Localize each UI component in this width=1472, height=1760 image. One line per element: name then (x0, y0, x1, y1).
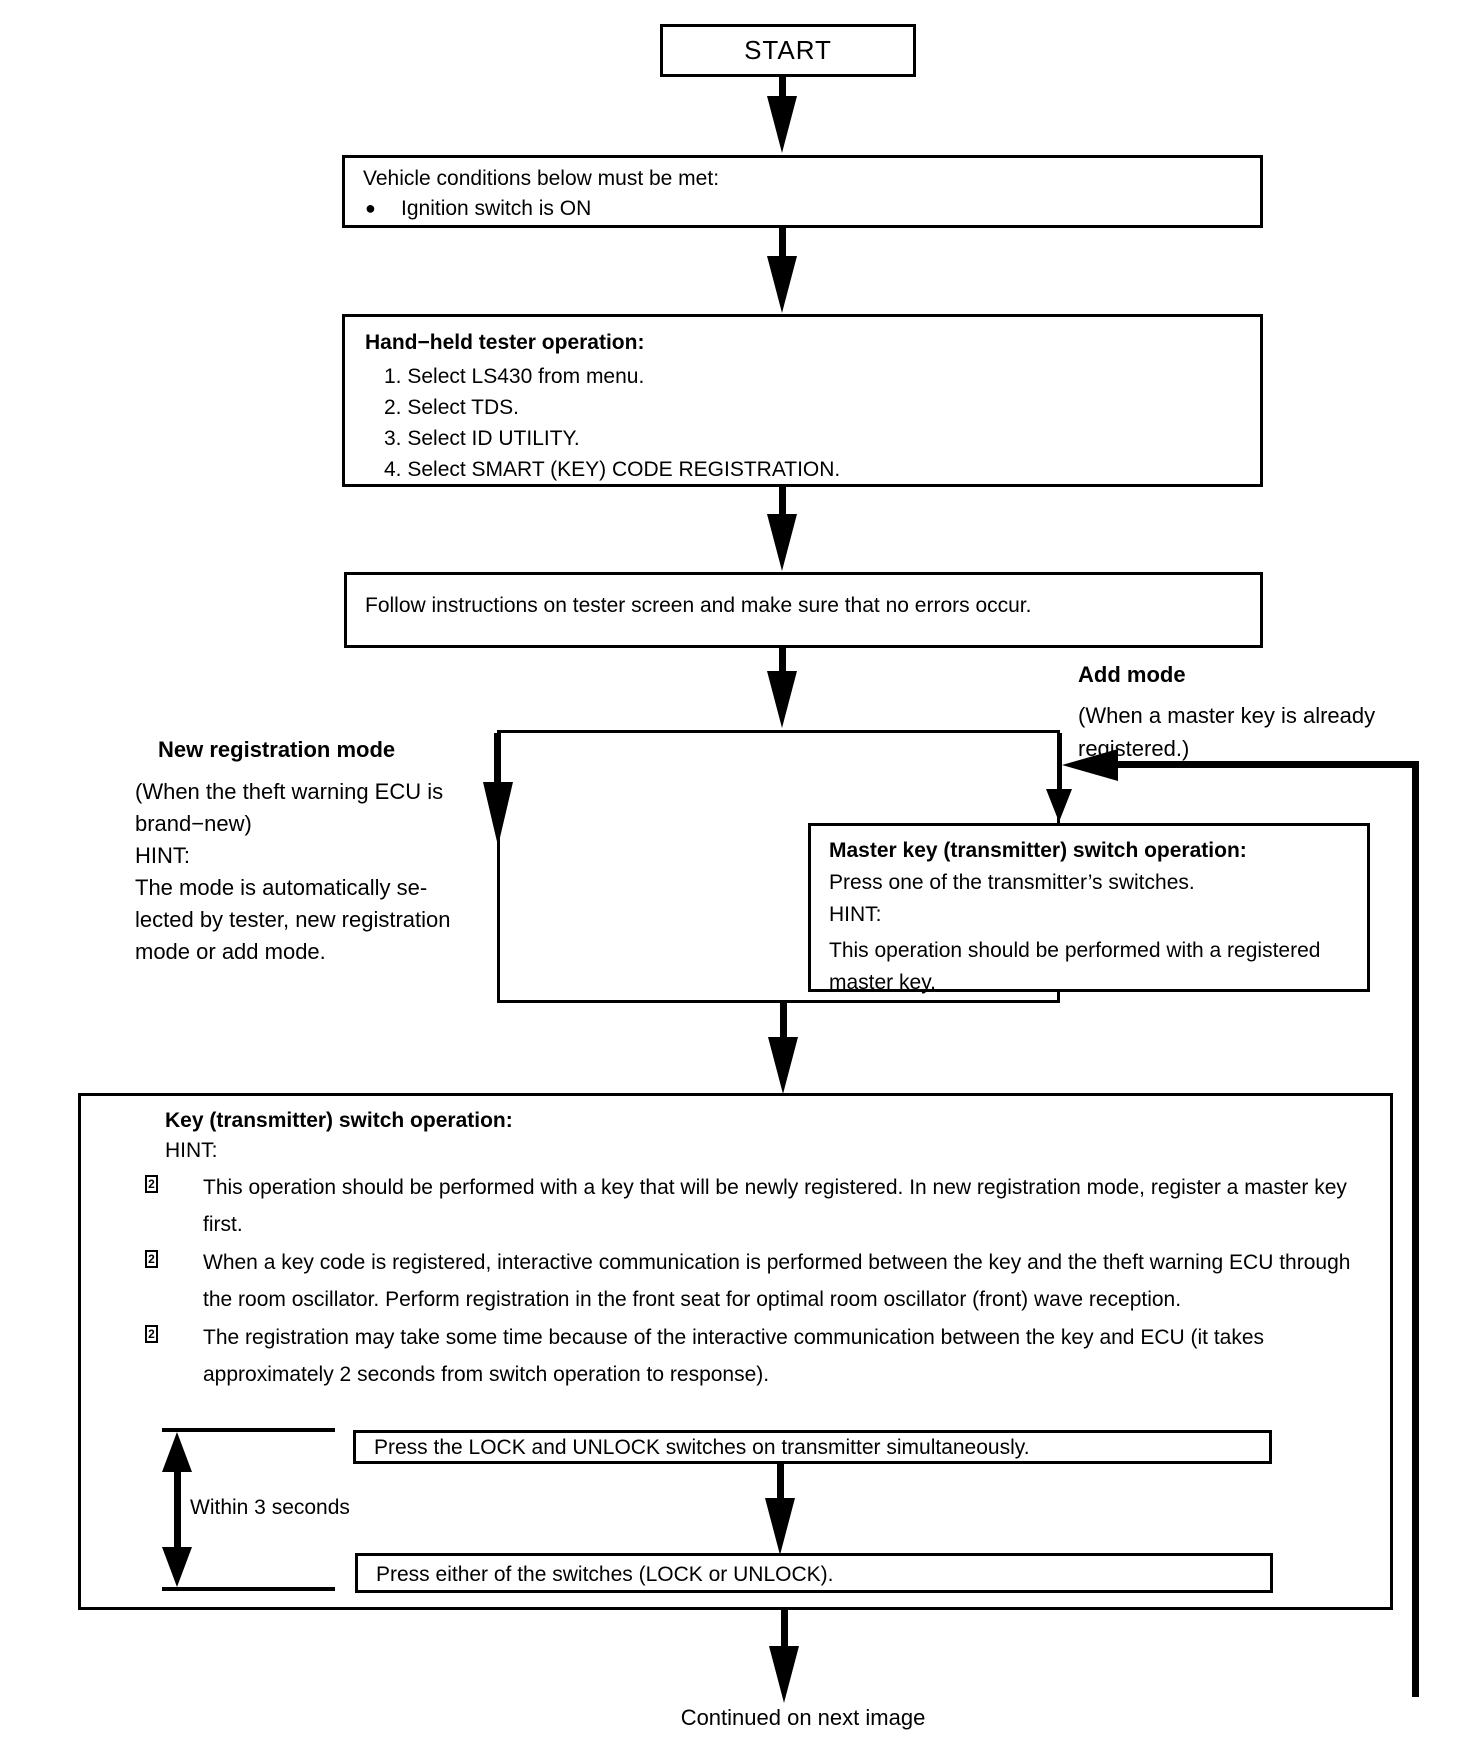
add-mode-arrow-head-icon (1062, 749, 1118, 781)
key-switch-title: Key (transmitter) switch operation: (165, 1109, 513, 1132)
arrow-press-shaft (777, 1464, 784, 1502)
new-registration-line: HINT: (135, 843, 190, 868)
new-registration-line: brand−new) (135, 811, 252, 836)
press-both-text: Press the LOCK and UNLOCK switches on tr… (374, 1436, 1030, 1459)
new-registration-line: lected by tester, new registration (135, 907, 451, 932)
arrow-vehicle-shaft (779, 228, 786, 260)
vehicle-conditions-title: Vehicle conditions below must be met: (363, 167, 720, 190)
ignition-bullet-icon: ● (365, 198, 376, 218)
new-registration-mode-lines: (When the theft warning ECU is brand−new… (135, 776, 451, 968)
master-key-hint-text: This operation should be performed with … (829, 939, 1321, 994)
vehicle-conditions-box: Vehicle conditions below must be met: ● … (342, 155, 1263, 228)
new-registration-line: (When the theft warning ECU is (135, 779, 444, 804)
arrow-continue-shaft (781, 1610, 788, 1650)
press-both-box: Press the LOCK and UNLOCK switches on tr… (353, 1430, 1272, 1464)
key-switch-bullet-text: When a key code is registered, interacti… (203, 1251, 1351, 1311)
square-bullet-glyph: 2 (148, 1252, 155, 1266)
within-bottom-tick (162, 1587, 335, 1591)
key-switch-bullet-text: This operation should be performed with … (203, 1176, 1347, 1236)
tester-step: 4. Select SMART (KEY) CODE REGISTRATION. (384, 458, 841, 481)
master-key-title: Master key (transmitter) switch operatio… (829, 839, 1247, 862)
arrow-start-head-icon (767, 96, 797, 153)
arrow-vehicle-head-icon (767, 256, 797, 313)
new-registration-mode-title: New registration mode (158, 737, 396, 762)
within-label: Within 3 seconds (190, 1496, 350, 1519)
arrow-follow-shaft (779, 648, 786, 676)
add-mode-line: (When a master key is already (1078, 703, 1376, 728)
key-switch-hint-label: HINT: (165, 1139, 218, 1162)
arrow-press-head-icon (765, 1498, 795, 1555)
start-label: START (744, 35, 832, 65)
branch-to-master-shaft (1057, 733, 1062, 791)
arrow-tester-shaft (779, 487, 786, 518)
within-arrow-down-head-icon (162, 1547, 192, 1587)
follow-instructions-text: Follow instructions on tester screen and… (365, 594, 1032, 617)
tester-operation-box: Hand−held tester operation: 1. Select LS… (342, 314, 1263, 487)
within-arrow-shaft (174, 1466, 181, 1556)
press-either-box: Press either of the switches (LOCK or UN… (355, 1553, 1273, 1593)
square-bullet-icon: 2 (145, 1175, 158, 1193)
arrow-follow-head-icon (767, 671, 797, 728)
within-top-tick (162, 1428, 335, 1432)
add-mode-loop-hline (1114, 761, 1419, 768)
arrow-branch-head-icon (768, 1037, 798, 1094)
tester-step: 3. Select ID UTILITY. (384, 427, 580, 450)
key-switch-operation-box: Key (transmitter) switch operation: HINT… (78, 1093, 1393, 1610)
start-node: START (660, 24, 916, 77)
ignition-item: Ignition switch is ON (401, 197, 592, 220)
add-mode-lines: (When a master key is already registered… (1078, 699, 1375, 765)
square-bullet-icon: 2 (145, 1325, 158, 1343)
add-mode-title: Add mode (1078, 662, 1186, 687)
arrow-start-shaft (779, 74, 786, 100)
follow-instructions-box: Follow instructions on tester screen and… (344, 572, 1263, 648)
square-bullet-glyph: 2 (148, 1177, 155, 1191)
tester-step: 2. Select TDS. (384, 396, 520, 419)
square-bullet-icon: 2 (145, 1250, 158, 1268)
branch-to-master-head-icon (1046, 789, 1072, 822)
master-key-operation-box: Master key (transmitter) switch operatio… (808, 823, 1370, 994)
master-key-line1: Press one of the transmitter’s switches. (829, 871, 1195, 894)
new-registration-line: mode or add mode. (135, 939, 326, 964)
arrow-branch-shaft (780, 1000, 787, 1040)
within-arrow-up-head-icon (162, 1432, 192, 1472)
new-mode-arrow-head-icon (483, 782, 513, 846)
add-mode-loop-vline (1412, 761, 1419, 1697)
arrow-tester-head-icon (767, 514, 797, 571)
tester-step: 1. Select LS430 from menu. (384, 365, 645, 388)
new-mode-arrow-shaft (494, 733, 501, 785)
new-registration-line: The mode is automatically se- (135, 875, 428, 900)
master-key-hint-label: HINT: (829, 903, 882, 926)
square-bullet-glyph: 2 (148, 1327, 155, 1341)
footer-continued-label: Continued on next image (680, 1705, 926, 1730)
key-switch-bullet-text: The registration may take some time beca… (203, 1326, 1265, 1386)
arrow-continue-head-icon (769, 1646, 799, 1703)
tester-operation-title: Hand−held tester operation: (365, 331, 645, 354)
press-either-text: Press either of the switches (LOCK or UN… (376, 1563, 834, 1586)
